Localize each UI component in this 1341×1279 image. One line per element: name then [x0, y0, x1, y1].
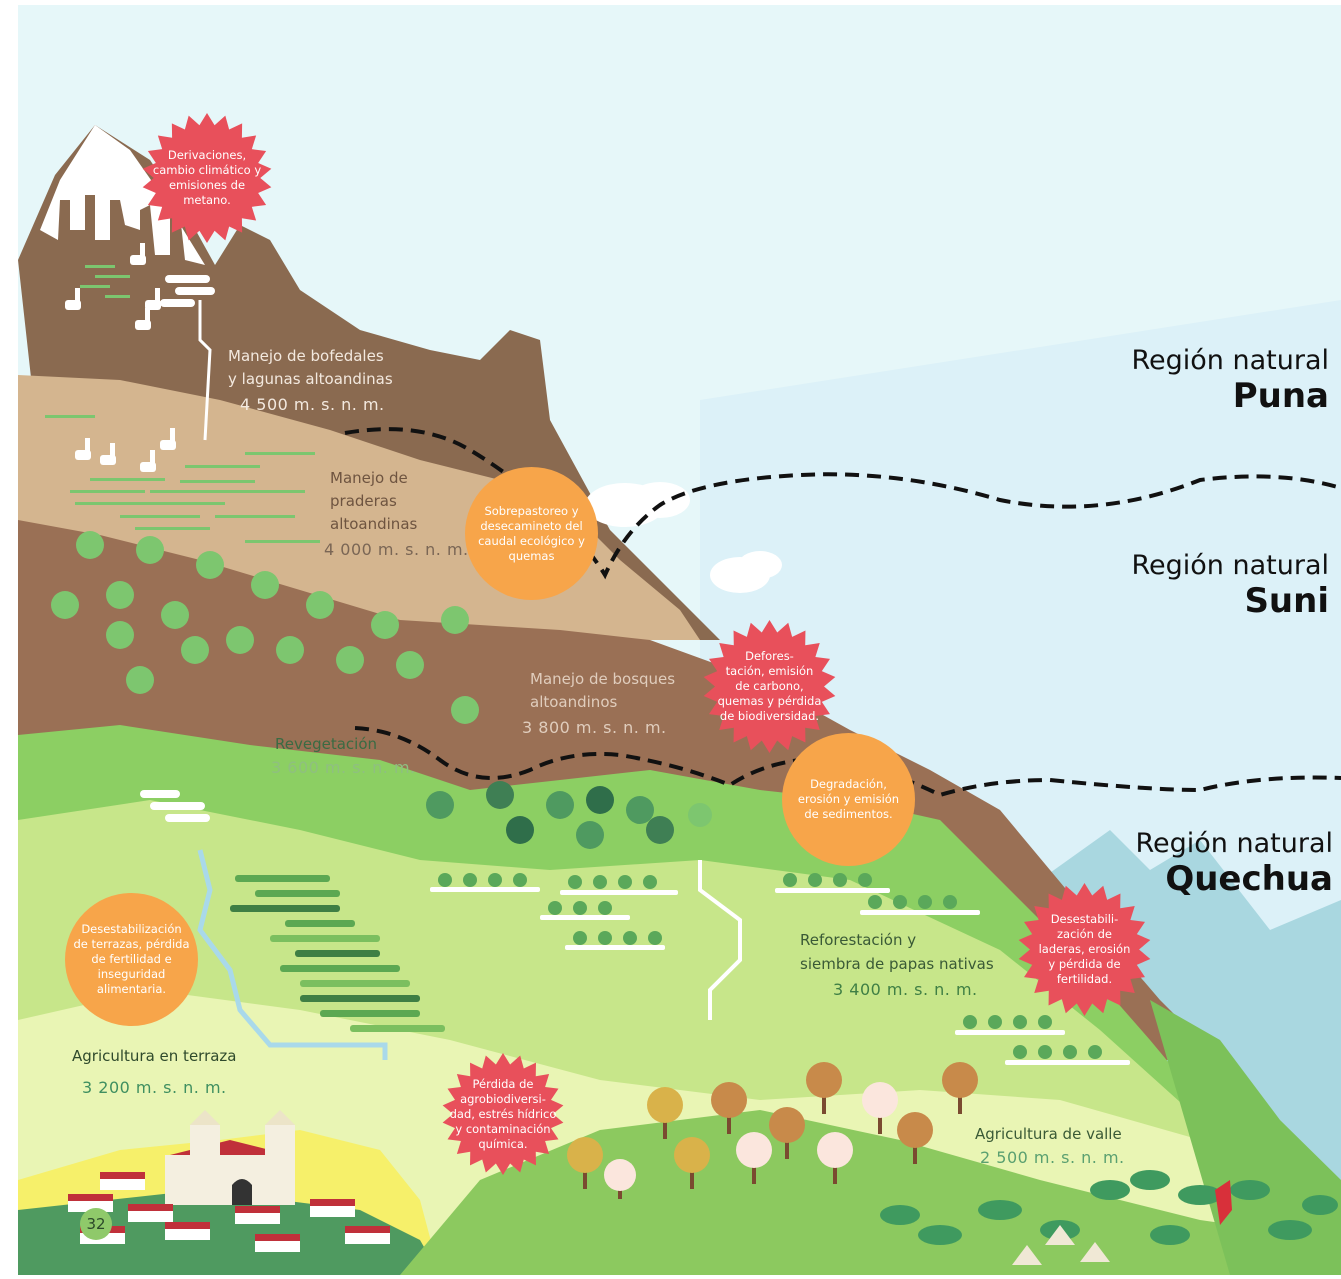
valley-forest — [880, 1170, 1338, 1245]
zone-grasslands: Manejo de praderas altoandinas 4 000 m. … — [324, 467, 469, 561]
red-bird — [1215, 1180, 1232, 1225]
zone-label: Agricultura en terraza — [72, 1047, 237, 1065]
zone-altitude: 2 500 m. s. n. m. — [980, 1148, 1125, 1167]
impact-circle: Sobrepastoreo y desecamineto del caudal … — [465, 467, 598, 600]
zone-label: Manejo de bosques altoandinos — [530, 670, 676, 711]
impact-circle: Desestabilización de terrazas, pérdida d… — [65, 893, 198, 1026]
zone-label: Reforestación y siembra de papas nativas — [800, 931, 994, 973]
region-name: Quechua — [1165, 859, 1333, 899]
region-prefix: Región natural — [1131, 345, 1329, 376]
zone-label: Agricultura de valle — [975, 1125, 1122, 1143]
terraces — [230, 875, 445, 1032]
valley-huts — [1012, 1225, 1110, 1265]
alpacas — [65, 243, 176, 472]
impact-burst: Derivaciones, cambio climático y emision… — [142, 113, 272, 243]
zone-label: Manejo de bofedales y lagunas altoandina… — [228, 347, 393, 388]
zone-altitude: 3 400 m. s. n. m. — [833, 980, 978, 999]
zone-valley: Agricultura de valle 2 500 m. s. n. m. — [975, 1123, 1125, 1169]
impact-text: Defores- tación, emisión de carbono, que… — [717, 649, 822, 723]
region-prefix: Región natural — [1131, 550, 1329, 581]
cloud — [585, 482, 782, 593]
zone-altitude: 4 500 m. s. n. m. — [240, 395, 385, 414]
zone-reforestation: Reforestación y siembra de papas nativas… — [800, 928, 994, 1001]
region-name: Puna — [1232, 376, 1329, 416]
fruit-orchard — [567, 1062, 978, 1199]
zone-altitude: 3 600 m. s. n. m. — [271, 758, 416, 777]
irrigation-channel — [197, 849, 388, 1060]
potato-plants — [438, 873, 1102, 1059]
zone-forests: Manejo de bosques altoandinos 3 800 m. s… — [522, 668, 676, 739]
zone-label: Manejo de praderas altoandinas — [330, 469, 418, 533]
zone-label: Revegetación — [275, 735, 378, 753]
impact-text: Desestabili- zación de laderas, erosión … — [1038, 912, 1131, 986]
impact-burst: Desestabili- zación de laderas, erosión … — [1018, 883, 1151, 1016]
zone-revegetation: Revegetación 3 600 m. s. n. m. — [271, 733, 416, 779]
impact-text: Pérdida de agrobiodiversi- dad, estrés h… — [449, 1076, 557, 1151]
zone-wetlands: Manejo de bofedales y lagunas altoandina… — [228, 345, 393, 416]
region-name: Suni — [1244, 581, 1329, 621]
mist-cloud — [140, 275, 215, 822]
zone-altitude: 4 000 m. s. n. m. — [324, 540, 469, 559]
native-forest — [51, 531, 479, 724]
impact-circle: Degradación, erosión y emisión de sedime… — [782, 733, 915, 866]
zone-altitude: 3 200 m. s. n. m. — [82, 1078, 227, 1097]
region-prefix: Región natural — [1135, 828, 1333, 859]
impact-text: Degradación, erosión y emisión de sedime… — [797, 777, 900, 821]
valley-floor — [400, 1110, 1341, 1275]
revegetation-shrubs — [426, 781, 712, 849]
stream — [698, 860, 742, 1020]
potato-rows — [430, 887, 1130, 1065]
grassland — [45, 265, 320, 543]
impact-burst: Pérdida de agrobiodiversi- dad, estrés h… — [442, 1053, 564, 1175]
zone-terraces: Agricultura en terraza 3 200 m. s. n. m. — [72, 1045, 237, 1099]
impact-text: Derivaciones, cambio climático y emision… — [152, 148, 262, 207]
impact-text: Desestabilización de terrazas, pérdida d… — [73, 922, 190, 996]
zone-altitude: 3 800 m. s. n. m. — [522, 718, 667, 737]
puna-suni-boundary — [344, 427, 1341, 580]
snow-cap — [40, 125, 205, 265]
impact-text: Sobrepastoreo y desecamineto del caudal … — [478, 503, 585, 563]
region-puna: Región natural Puna — [1131, 345, 1329, 416]
region-quechua: Región natural Quechua — [1135, 828, 1333, 899]
impact-burst: Defores- tación, emisión de carbono, que… — [703, 620, 836, 753]
stream — [198, 300, 212, 441]
church — [165, 1110, 295, 1205]
region-suni: Región natural Suni — [1131, 550, 1329, 621]
page-number: 32 — [80, 1208, 112, 1240]
